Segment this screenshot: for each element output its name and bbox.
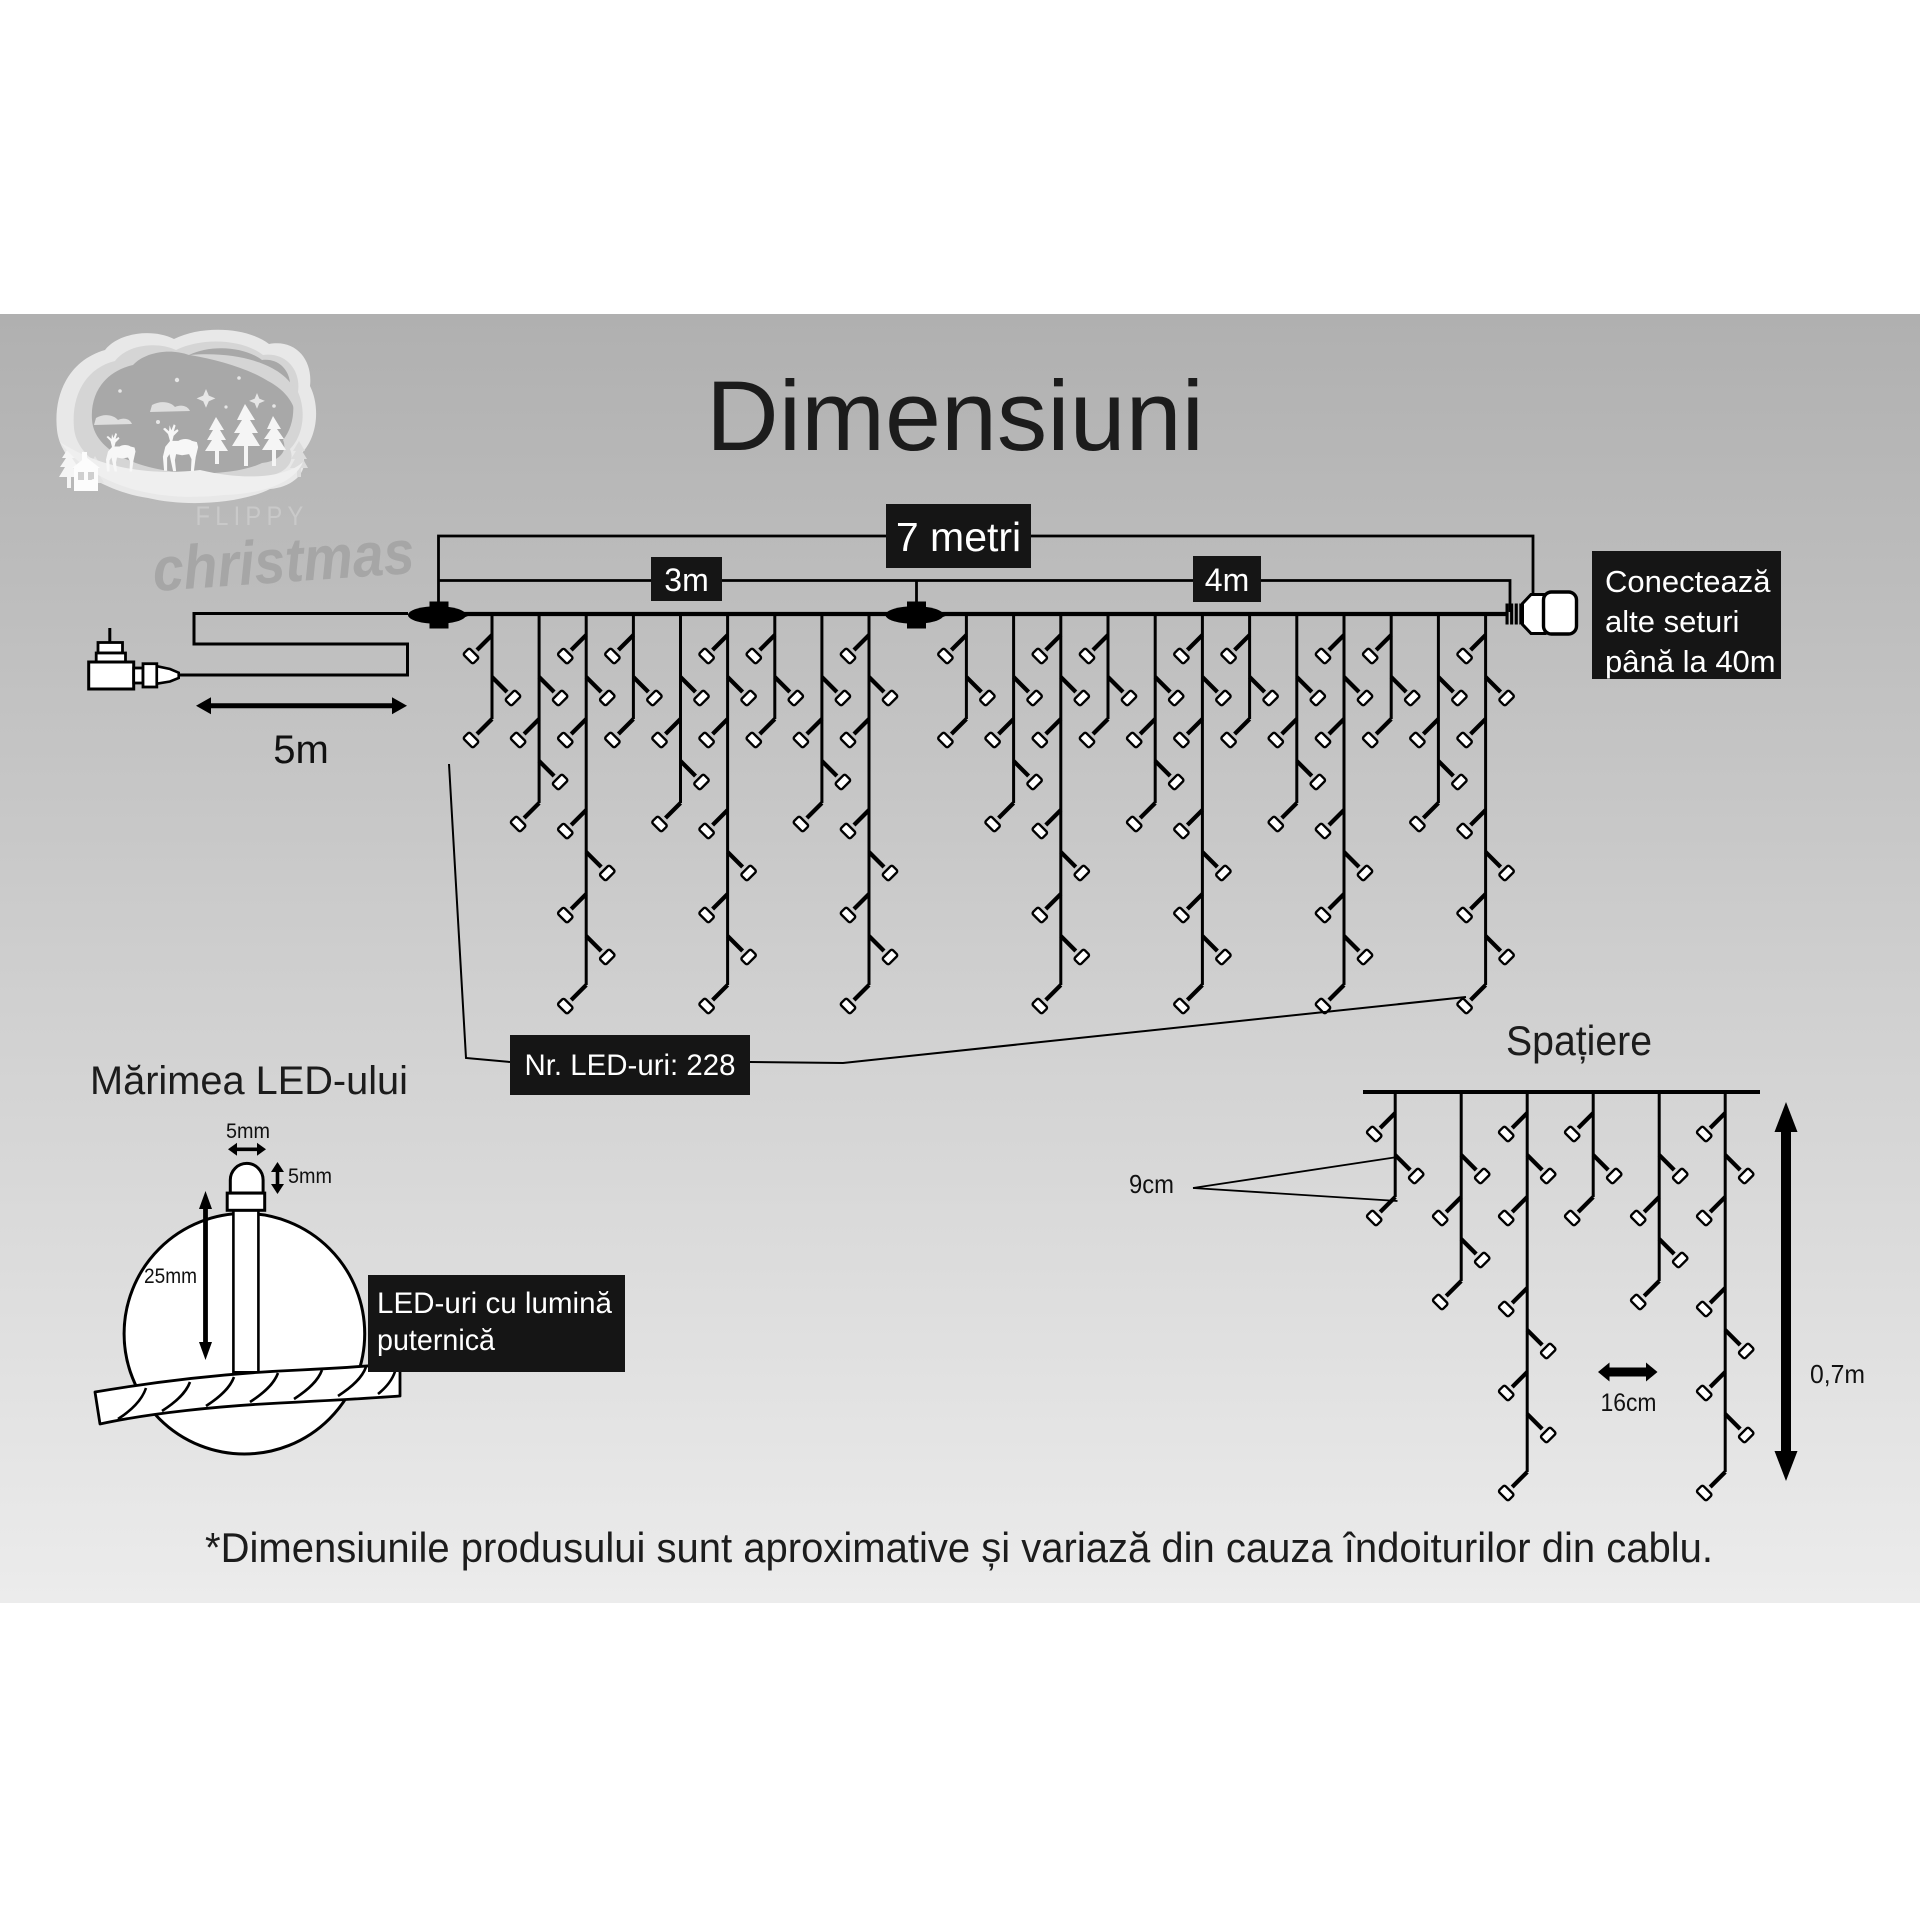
svg-text:25mm: 25mm [144, 1265, 197, 1288]
svg-text:puternică: puternică [377, 1324, 495, 1357]
svg-text:Mărimea LED-ului: Mărimea LED-ului [90, 1059, 408, 1103]
svg-text:5m: 5m [273, 728, 329, 772]
svg-text:4m: 4m [1205, 562, 1249, 598]
svg-text:LED-uri cu lumină: LED-uri cu lumină [377, 1287, 612, 1320]
svg-text:3m: 3m [664, 562, 708, 598]
svg-text:Conectează: Conectează [1605, 564, 1771, 599]
svg-text:Spațiere: Spațiere [1506, 1017, 1652, 1064]
svg-text:5mm: 5mm [226, 1120, 270, 1143]
svg-text:5mm: 5mm [288, 1165, 332, 1188]
svg-text:Dimensiuni: Dimensiuni [706, 360, 1204, 471]
svg-text:9cm: 9cm [1129, 1169, 1174, 1199]
svg-text:alte seturi: alte seturi [1605, 604, 1739, 639]
svg-text:*Dimensiunile produsului sunt: *Dimensiunile produsului sunt aproximati… [205, 1524, 1713, 1571]
svg-text:7 metri: 7 metri [896, 514, 1021, 560]
svg-text:până la 40m: până la 40m [1605, 644, 1776, 679]
svg-text:Nr. LED-uri: 228: Nr. LED-uri: 228 [525, 1049, 736, 1082]
svg-text:16cm: 16cm [1601, 1389, 1657, 1417]
svg-text:FLIPPY: FLIPPY [196, 501, 309, 531]
svg-text:0,7m: 0,7m [1810, 1359, 1865, 1389]
